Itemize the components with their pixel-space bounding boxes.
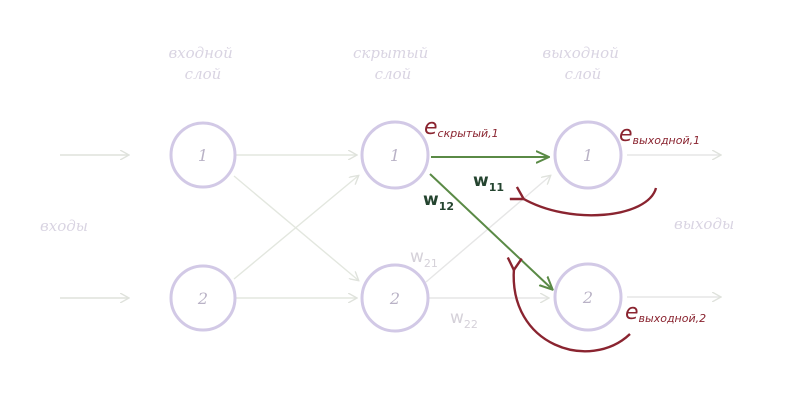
node-output-1: 1 [553, 120, 623, 190]
layer-label-input: входной слой [168, 44, 237, 83]
error-output-2-base: e [625, 300, 639, 325]
inputs-label: входы [40, 217, 88, 235]
node-output-1-label: 1 [583, 146, 593, 165]
weight-w11-base: w [473, 171, 489, 191]
node-hidden-2-label: 2 [389, 289, 400, 308]
weight-w12-base: w [423, 190, 439, 210]
layer-label-input-line2: слой [185, 65, 222, 83]
node-input-2: 2 [169, 264, 237, 332]
error-backprop-arrow-2 [514, 268, 631, 353]
node-input-2-label: 2 [197, 289, 208, 308]
weight-w22-sub: 22 [464, 318, 478, 331]
error-label-output-1: eвыходной,1 [619, 122, 700, 147]
layer-label-output-line2: слой [565, 65, 602, 83]
weight-w11-sub: 11 [489, 181, 504, 194]
node-input-1: 1 [169, 121, 237, 189]
layer-label-output-line1: выходной [542, 44, 619, 62]
error-label-hidden-1: eскрытый,1 [424, 115, 499, 140]
layer-label-hidden: скрытый слой [353, 44, 433, 83]
layer-label-hidden-line2: слой [375, 65, 412, 83]
weight-w21-sub: 21 [424, 257, 438, 270]
weight-w22-base: w [450, 308, 464, 328]
layer-label-input-line1: входной [168, 44, 232, 62]
node-hidden-1-label: 1 [390, 146, 400, 165]
node-output-2-label: 2 [582, 288, 593, 307]
weight-label-w12: w12 [423, 190, 454, 213]
error-label-output-2: eвыходной,2 [625, 300, 706, 325]
layer-label-hidden-line1: скрытый [353, 44, 428, 62]
error-output-1-base: e [619, 122, 633, 147]
weight-w21-base: w [410, 247, 424, 267]
error-hidden-1-base: e [424, 115, 438, 140]
outputs-label: выходы [674, 215, 734, 233]
node-hidden-2: 2 [360, 263, 430, 333]
error-backprop-arrow-1 [522, 188, 658, 217]
weight-label-w22: w22 [450, 308, 478, 331]
layer-label-output: выходной слой [542, 44, 623, 83]
edge-i2-h1 [233, 176, 358, 280]
weight-label-w21: w21 [410, 247, 438, 270]
node-output-2: 2 [553, 262, 623, 332]
weight-w12-sub: 12 [439, 200, 454, 213]
node-hidden-1: 1 [360, 120, 430, 190]
error-hidden-1-sub: скрытый,1 [438, 127, 499, 140]
error-output-1-sub: выходной,1 [633, 134, 701, 147]
edge-h1-o2 [429, 173, 552, 289]
node-input-1-label: 1 [198, 146, 208, 165]
weight-label-w11: w11 [473, 171, 504, 194]
error-output-2-sub: выходной,2 [639, 312, 707, 325]
